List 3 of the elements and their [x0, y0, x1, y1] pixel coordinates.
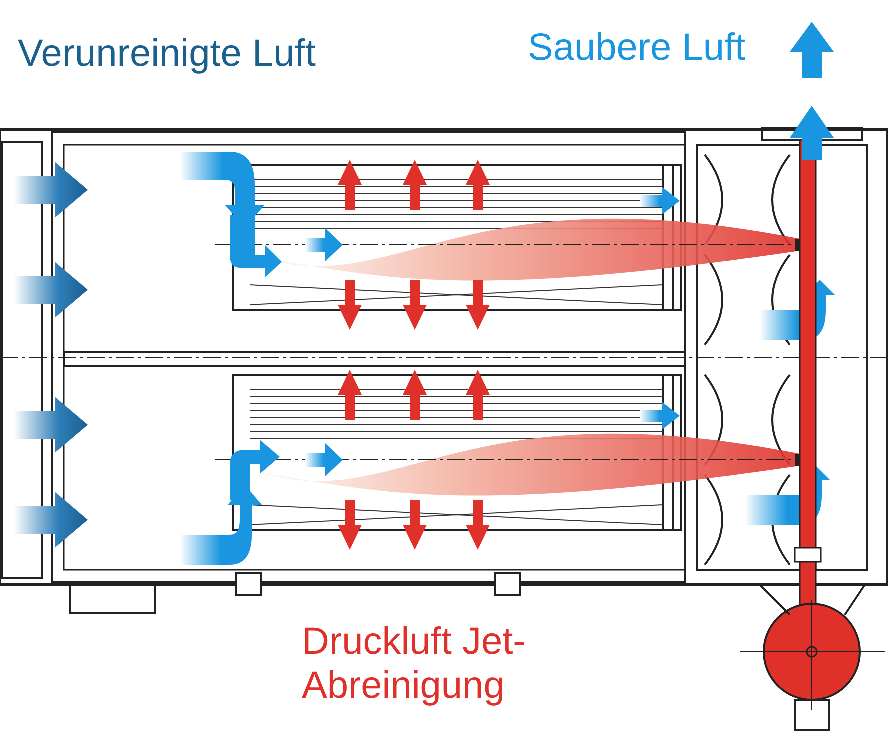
label-text: Druckluft Jet-Abreinigung	[302, 620, 527, 708]
label-text: Verunreinigte Luft	[18, 32, 316, 76]
label-text: Saubere Luft	[528, 26, 746, 70]
